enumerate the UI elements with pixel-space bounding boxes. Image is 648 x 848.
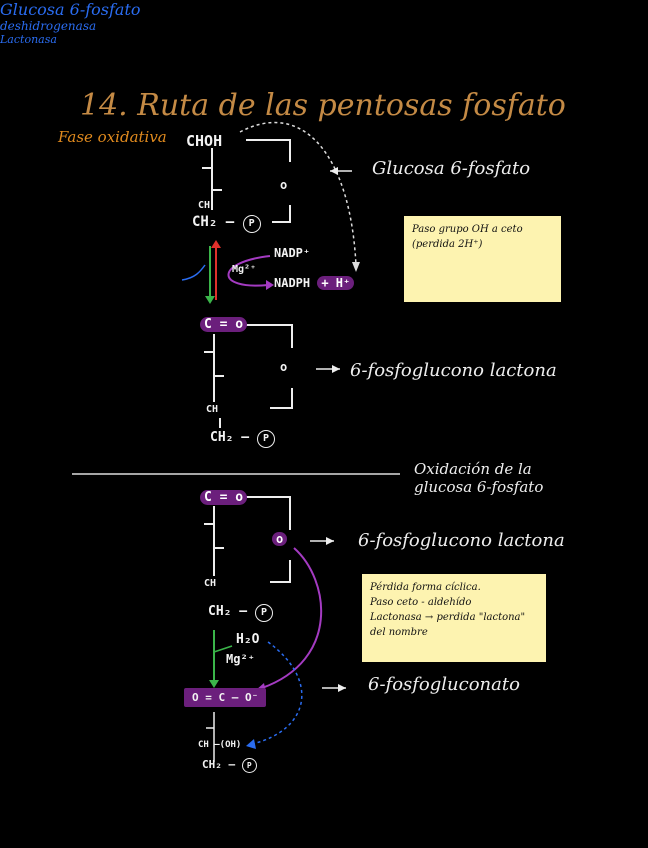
nadp-label: NADP⁺ — [274, 246, 310, 260]
glucose-6p-label: Glucosa 6-fosfato — [372, 158, 530, 179]
lactone-label-2: 6-fosfoglucono lactona — [358, 530, 565, 551]
ch-oh-label: CH –(OH) — [198, 740, 241, 750]
hydrogen-transfer-arrow — [240, 123, 356, 265]
ring-oxygen-3: o — [272, 532, 287, 546]
carbonyl-group: C = o — [200, 317, 247, 332]
page-title: 14. Ruta de las pentosas fosfato — [80, 88, 566, 123]
ch-label-3: CH — [204, 578, 216, 589]
mg-cofactor-2: Mg²⁺ — [226, 652, 255, 666]
phosphate-icon: P — [255, 604, 273, 622]
carbonyl-group-2: C = o — [200, 490, 247, 505]
ch-label-2: CH — [206, 404, 218, 415]
ch2-label-2: CH₂ – P — [210, 430, 275, 448]
phase-subtitle: Fase oxidativa — [58, 128, 167, 146]
ch2-label: CH₂ – P — [192, 214, 261, 233]
divider-label-line1: Oxidación de la — [414, 460, 532, 478]
note-oh-to-keto: Paso grupo OH a ceto (perdida 2H⁺) — [404, 216, 561, 302]
ring-oxygen: o — [280, 178, 287, 192]
lactone-label: 6-fosfoglucono lactona — [350, 360, 557, 381]
gluconate-label: 6-fosfogluconato — [368, 674, 520, 695]
top-group-chohh: CHOH — [186, 132, 222, 150]
h-plus-badge: + H⁺ — [317, 276, 354, 290]
ring-oxygen-2: o — [280, 360, 287, 374]
nadph-label: NADPH + H⁺ — [274, 276, 354, 290]
glucose-skeleton — [202, 140, 290, 222]
phosphate-icon: P — [257, 430, 275, 448]
water-label: H₂O — [236, 632, 259, 647]
phosphate-icon: P — [243, 215, 261, 233]
ch2-end-label: CH₂ – P — [202, 758, 257, 773]
note-ring-opening: Pérdida forma cíclica. Paso ceto - aldeh… — [362, 574, 546, 662]
divider-label-line2: glucosa 6-fosfato — [414, 478, 543, 496]
mg-cofactor: Mg²⁺ — [232, 264, 256, 275]
ch-label: CH — [198, 200, 210, 211]
phosphate-icon: P — [242, 758, 257, 773]
ch2-label-3: CH₂ – P — [208, 604, 273, 622]
carboxylate-group: O = C – O⁻ — [184, 688, 266, 707]
